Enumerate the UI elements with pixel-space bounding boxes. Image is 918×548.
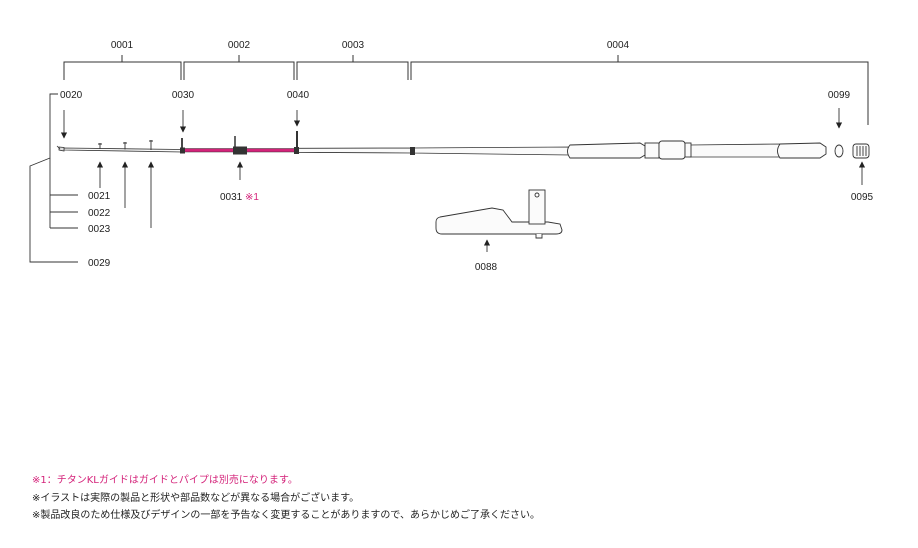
rod-handle (567, 140, 870, 160)
tip-guides (98, 131, 298, 150)
fore-grip (567, 142, 646, 159)
part-label-0021: 0021 (88, 191, 111, 202)
part-label-0022: 0022 (88, 208, 111, 219)
note-2: ※イラストは実際の製品と形状や部品数などが異なる場合がございます。 (32, 492, 360, 504)
section-brackets (63, 55, 869, 125)
note-3: ※製品改良のため仕様及びデザインの一部を予告なく変更することがありますので、あら… (32, 510, 540, 521)
part-label-0023: 0023 (88, 224, 111, 235)
ferrule-0030 (180, 147, 185, 154)
part-label-0020: 0020 (60, 90, 83, 101)
note-1: ※1：チタンKLガイドはガイドとパイプは別売になります。 (32, 475, 298, 486)
part-label-0031: 0031 ※1 (220, 192, 259, 203)
part-label-0040: 0040 (287, 90, 310, 101)
ferrule-0004 (410, 147, 415, 155)
butt-grip (777, 142, 827, 159)
butt-cap-threads (856, 146, 867, 156)
section-label-0004: 0004 (607, 40, 630, 51)
ferrule-0040 (294, 147, 299, 154)
part-label-0030: 0030 (172, 90, 195, 101)
bracket-0004 (410, 55, 869, 125)
rod-parts-diagram: 0001 0002 0003 0004 (29, 40, 874, 273)
footnotes: ※1：チタンKLガイドはガイドとパイプは別売になります。 ※イラストは実際の製品… (32, 472, 540, 525)
bracket-0002 (183, 55, 295, 80)
part-label-0031-mark: ※1 (245, 192, 259, 203)
part-0088 (435, 189, 563, 239)
part-0088-post (528, 189, 546, 225)
reel-seat-collar (684, 142, 692, 158)
butt-section (411, 146, 571, 156)
section-label-0003: 0003 (342, 40, 365, 51)
guide-0031 (233, 146, 247, 155)
left-group-lines (49, 158, 78, 229)
part-label-0088: 0088 (475, 262, 498, 273)
section-label-0002: 0002 (228, 40, 251, 51)
third-section (295, 147, 413, 154)
butt-cap-0095 (852, 143, 870, 159)
reel-seat-ring (658, 140, 686, 160)
o-ring-0099 (834, 144, 844, 158)
left-group-bracket (29, 93, 78, 263)
part-label-0029: 0029 (88, 258, 111, 269)
part-0088-screw (535, 234, 543, 239)
part-label-0031-num: 0031 (220, 192, 243, 203)
tip-section (63, 147, 183, 153)
bracket-0001 (63, 55, 182, 80)
part-0088-body (435, 207, 563, 235)
reel-seat (644, 142, 660, 159)
guide-0022 (123, 142, 127, 150)
guide-0023 (149, 140, 153, 150)
bracket-0003 (296, 55, 409, 80)
leader-lines (29, 93, 866, 263)
part-label-0099: 0099 (828, 90, 851, 101)
part-label-0095: 0095 (851, 192, 874, 203)
section-label-0001: 0001 (111, 40, 134, 51)
guide-0021 (98, 143, 102, 149)
part-0088-hole (534, 192, 540, 198)
butt-section-rear (689, 143, 781, 158)
tip-top-guide (56, 145, 65, 152)
